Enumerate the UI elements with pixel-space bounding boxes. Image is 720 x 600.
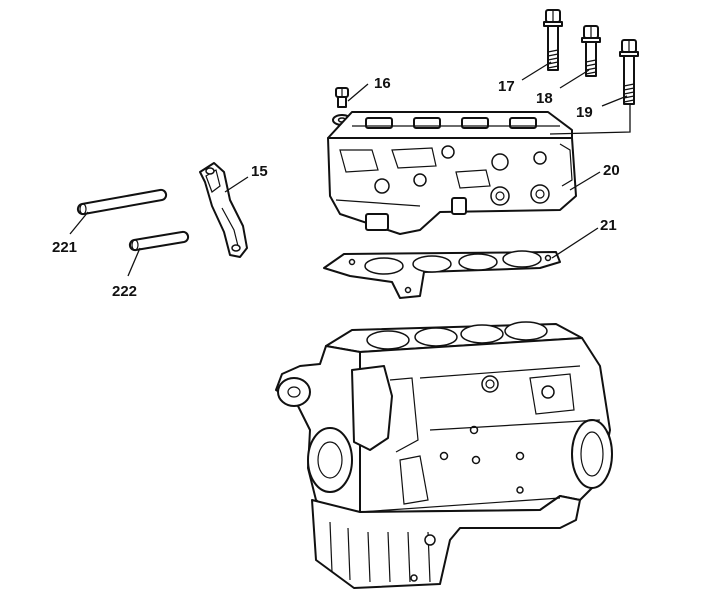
leader-18 bbox=[559, 69, 590, 89]
callout-222: 222 bbox=[112, 283, 137, 300]
leader-15 bbox=[224, 176, 249, 193]
cylinder-head-20 bbox=[327, 111, 577, 235]
callout-18: 18 bbox=[536, 90, 553, 107]
callout-labels: 15 16 17 18 19 20 21 221 222 bbox=[52, 75, 620, 300]
callout-15: 15 bbox=[251, 163, 268, 180]
leader-20 bbox=[569, 171, 601, 191]
leader-221 bbox=[69, 211, 89, 235]
leader-19 bbox=[601, 95, 628, 107]
callout-19: 19 bbox=[576, 104, 593, 121]
dowel-sleeve-222 bbox=[128, 230, 190, 252]
bolt-17 bbox=[543, 9, 563, 71]
callout-20: 20 bbox=[603, 162, 620, 179]
leader-16 bbox=[347, 83, 369, 102]
callout-21: 21 bbox=[600, 217, 617, 234]
bolt-19 bbox=[619, 39, 639, 105]
head-gasket-21 bbox=[323, 250, 561, 299]
leader-17 bbox=[521, 61, 552, 81]
dowel-sleeve-221 bbox=[76, 188, 168, 216]
leader-19-to-head bbox=[549, 104, 631, 135]
callout-16: 16 bbox=[374, 75, 391, 92]
leader-21 bbox=[551, 227, 599, 259]
bolt-18 bbox=[581, 25, 601, 77]
leader-222 bbox=[127, 247, 141, 277]
cylinder-block bbox=[275, 321, 613, 589]
guide-rail-15 bbox=[199, 162, 248, 258]
leader-lines bbox=[69, 61, 631, 277]
callout-221: 221 bbox=[52, 239, 77, 256]
callout-17: 17 bbox=[498, 78, 515, 95]
